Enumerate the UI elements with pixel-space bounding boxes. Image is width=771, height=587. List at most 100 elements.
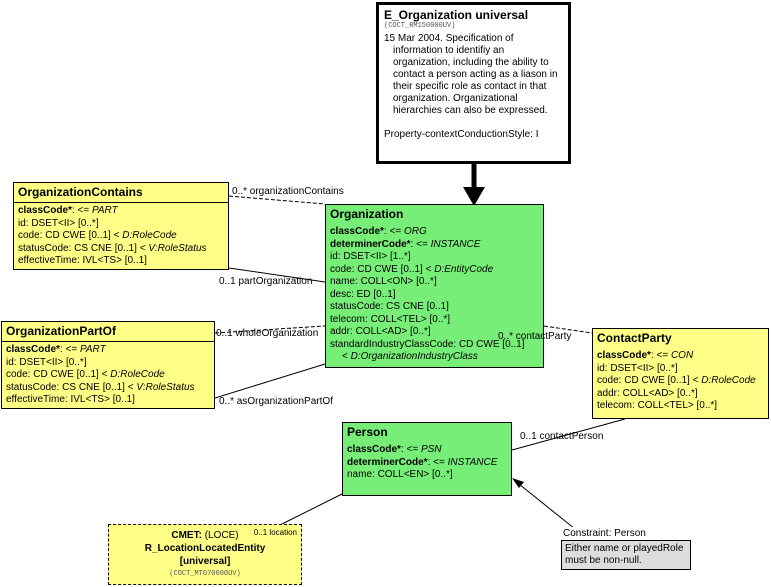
cmet-type: (LOCE) [201,530,239,541]
attribute-text: statusCode: CS CNE [0..1] < [6,381,137,393]
attribute-constraint: : <= [650,350,671,361]
class-attribute: determinerCode*: <= INSTANCE [347,457,507,470]
label-organization-contains: 0..* organizationContains [232,186,344,197]
contact-party-title: ContactParty [597,331,672,345]
attribute-domain: D:RoleCode [110,369,165,380]
attribute-domain: D:EntityCode [434,263,494,275]
attribute-text: effectiveTime: IVL<TS> [0..1] [6,394,135,405]
class-attribute: code: CD CWE [0..1] < D:RoleCode [6,369,210,382]
attribute-text: id: DSET<II> [0..*] [18,217,99,229]
attribute-constraint: : <= [427,456,448,468]
attribute-domain: V:RoleStatus [148,242,207,254]
attribute-domain: D:RoleCode [701,375,756,386]
attribute-text: code: CD CWE [0..1] < [18,230,123,241]
class-attribute: telecom: COLL<TEL> [0..*] [597,400,764,413]
class-attribute: statusCode: CS CNE [0..1] < V:RoleStatus [18,243,224,256]
entry-point-box[interactable]: E_Organization universal (COCT_RM150000U… [376,2,571,164]
attribute-text: code: CD CWE [0..1] < [597,375,702,386]
attribute-domain: PSN [420,444,442,455]
class-attribute: < D:OrganizationIndustryClass [330,351,539,364]
organization-contains-title: OrganizationContains [14,183,228,203]
attribute-name: classCode* [597,350,651,361]
attribute-domain: D:OrganizationIndustryClass [350,351,478,362]
attribute-text: id: DSET<II> [0..*] [597,362,678,374]
cmet-location-assoc: 0..1 location [253,528,297,537]
attribute-text: code: CD CWE [0..1] < [6,369,111,380]
cmet-name: R_LocationLocatedEntity [144,543,266,554]
attribute-text: name: COLL<ON> [0..*] [330,276,437,287]
attribute-text: addr: COLL<AD> [0..*] [330,326,431,337]
attribute-domain: ORG [403,226,427,237]
attribute-name: classCode* [330,226,384,237]
connector-as-organization-part-of [214,363,326,399]
attribute-text: name: COLL<EN> [0..*] [347,469,453,480]
attribute-text: effectiveTime: IVL<TS> [0..1] [18,255,147,266]
attribute-name: classCode* [6,344,60,355]
cmet-id: (COCT_MT070000UV) [169,570,241,578]
class-attribute: addr: COLL<AD> [0..*] [597,388,764,401]
attribute-text: statusCode: CS CNE [0..1] < [18,242,149,254]
attribute-text: telecom: COLL<TEL> [0..*] [597,400,718,411]
label-part-organization: 0..1 partOrganization [219,276,313,287]
attribute-text: addr: COLL<AD> [0..*] [597,387,698,399]
attribute-name: determinerCode* [330,238,411,250]
attribute-constraint: : <= [410,238,431,250]
class-attribute: code: CD CWE [0..1] < D:RoleCode [597,375,764,388]
constraint-arrow-head [512,478,524,488]
class-attribute: statusCode: CS CNE [0..1] [330,301,539,314]
constraint-text: Either name or playedRole must be non-nu… [561,540,691,570]
class-attribute: id: DSET<II> [1..*] [330,251,539,264]
class-attribute: effectiveTime: IVL<TS> [0..1] [6,394,210,407]
attribute-text: standardIndustryClassCode: CD CWE [0..1] [330,338,525,350]
class-attribute: id: DSET<II> [0..*] [597,363,764,376]
entry-arrow-head [463,187,485,206]
attribute-domain: D:RoleCode [122,230,177,241]
class-attribute: classCode*: <= CON [597,350,764,363]
label-contact-party: 0..* contactParty [498,331,572,342]
constraint-note[interactable]: Constraint: Person Either name or played… [561,527,691,570]
cmet-location-box[interactable]: 0..1 location CMET: (LOCE) R_LocationLoc… [108,524,302,585]
attribute-name: determinerCode* [347,456,428,468]
attribute-domain: V:RoleStatus [136,381,195,393]
class-attribute: code: CD CWE [0..1] < D:EntityCode [330,264,539,277]
attribute-text: statusCode: CS CNE [0..1] [330,301,449,312]
attribute-domain: INSTANCE [430,238,481,250]
connector-contact-person [511,418,626,451]
entry-point-id: (COCT_RM150000UV) [384,22,456,30]
connector-organization-contains [228,195,326,205]
class-attribute: effectiveTime: IVL<TS> [0..1] [18,255,224,268]
class-attribute: addr: COLL<AD> [0..*] [330,326,539,339]
attribute-name: classCode* [18,205,72,216]
class-attribute: classCode*: <= PART [18,205,224,218]
class-attribute: id: DSET<II> [0..*] [18,218,224,231]
person-title: Person [347,425,388,439]
class-attribute: classCode*: <= PSN [347,444,507,457]
attribute-text: id: DSET<II> [1..*] [330,251,411,262]
cmet-prefix: CMET: [171,530,202,541]
class-attribute: telecom: COLL<TEL> [0..*] [330,314,539,327]
attribute-domain: CON [670,350,694,361]
entry-point-title: E_Organization universal [384,8,529,22]
cmet-flavor: [universal] [179,556,231,567]
entry-point-description: 15 Mar 2004. Specification of informatio… [384,33,558,116]
attribute-text: desc: ED [0..1] [330,288,396,300]
attribute-text: code: CD CWE [0..1] < [330,263,435,275]
class-attribute: name: COLL<EN> [0..*] [347,469,507,482]
attribute-constraint: : <= [59,344,80,355]
connector-whole-organization [214,325,326,334]
connector-part-organization [228,267,326,283]
entry-point-style: Property-contextConductionStyle: I [384,129,539,140]
organization-part-of-title: OrganizationPartOf [2,322,214,342]
attribute-domain: PART [91,205,118,216]
label-contact-person: 0..1 contactPerson [520,431,604,442]
attribute-text: < [342,351,351,362]
attribute-constraint: : <= [400,444,421,455]
organization-contains-class[interactable]: OrganizationContains classCode*: <= PART… [13,182,229,270]
